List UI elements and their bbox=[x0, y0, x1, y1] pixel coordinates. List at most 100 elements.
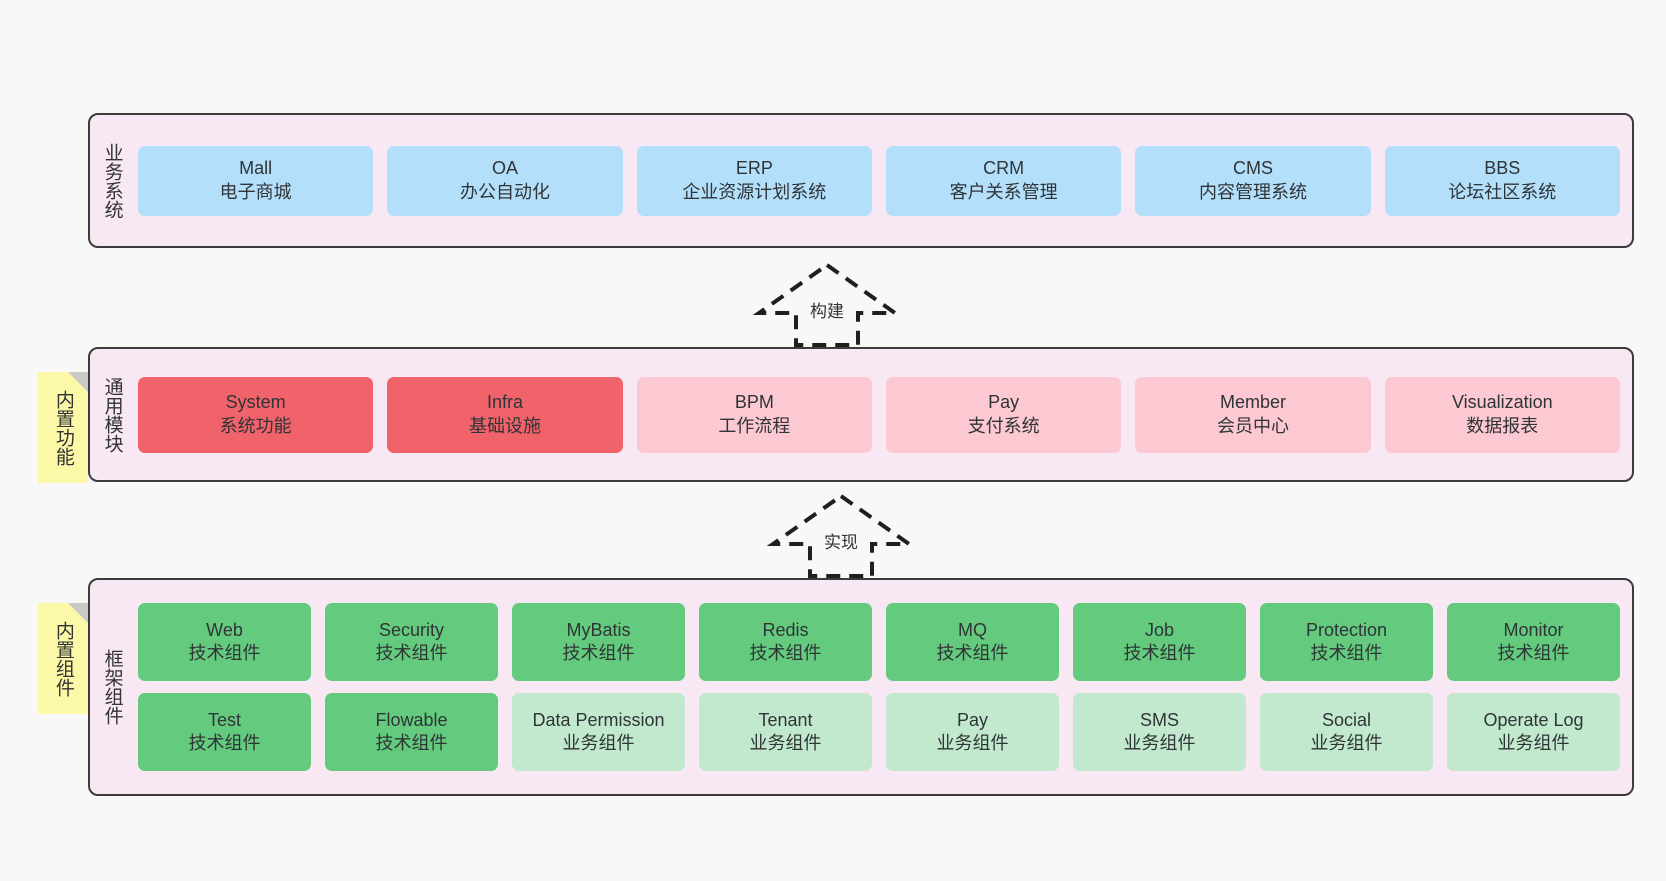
node-title: Pay bbox=[988, 392, 1020, 413]
node-subtitle: 技术组件 bbox=[936, 643, 1009, 663]
sticky-note-label: 内置功能 bbox=[52, 389, 74, 466]
layer-common-modules: 通用模块 System 系统功能 Infra 基础设施 BPM 工作流程 Pay… bbox=[88, 347, 1634, 482]
node-subtitle: 业务组件 bbox=[1310, 733, 1383, 753]
node-member[interactable]: Member 会员中心 bbox=[1135, 376, 1371, 453]
layer-body-business-systems: Mall 电子商城 OA 办公自动化 ERP 企业资源计划系统 CRM 客户关系… bbox=[134, 115, 1632, 246]
node-subtitle: 技术组件 bbox=[1310, 643, 1383, 663]
node-social[interactable]: Social 业务组件 bbox=[1260, 693, 1433, 771]
node-subtitle: 论坛社区系统 bbox=[1448, 181, 1557, 202]
node-title: SMS bbox=[1139, 709, 1179, 730]
node-operate-log[interactable]: Operate Log 业务组件 bbox=[1447, 693, 1620, 771]
node-title: OA bbox=[491, 158, 518, 179]
node-bbs[interactable]: BBS 论坛社区系统 bbox=[1384, 145, 1620, 216]
node-web[interactable]: Web 技术组件 bbox=[138, 603, 311, 681]
node-title: Web bbox=[206, 619, 243, 640]
node-subtitle: 技术组件 bbox=[188, 733, 261, 753]
layer-row: Test 技术组件 Flowable 技术组件 Data Permission … bbox=[138, 693, 1620, 771]
node-data-permission[interactable]: Data Permission 业务组件 bbox=[512, 693, 685, 771]
node-title: Social bbox=[1321, 709, 1372, 730]
node-title: Infra bbox=[486, 392, 523, 413]
node-infra[interactable]: Infra 基础设施 bbox=[387, 376, 623, 453]
node-subtitle: 客户关系管理 bbox=[949, 181, 1058, 202]
node-erp[interactable]: ERP 企业资源计划系统 bbox=[636, 145, 872, 216]
node-title: Flowable bbox=[375, 709, 448, 730]
node-subtitle: 办公自动化 bbox=[459, 181, 550, 202]
node-subtitle: 技术组件 bbox=[749, 643, 822, 663]
node-flowable[interactable]: Flowable 技术组件 bbox=[325, 693, 498, 771]
node-title: Operate Log bbox=[1483, 709, 1584, 730]
node-tenant[interactable]: Tenant 业务组件 bbox=[699, 693, 872, 771]
node-title: Member bbox=[1219, 392, 1286, 413]
node-title: Tenant bbox=[758, 709, 813, 730]
node-oa[interactable]: OA 办公自动化 bbox=[387, 145, 623, 216]
node-subtitle: 业务组件 bbox=[562, 733, 635, 753]
node-title: BBS bbox=[1484, 158, 1521, 179]
node-subtitle: 会员中心 bbox=[1216, 415, 1289, 436]
node-mybatis[interactable]: MyBatis 技术组件 bbox=[512, 603, 685, 681]
node-subtitle: 业务组件 bbox=[749, 733, 822, 753]
node-mall[interactable]: Mall 电子商城 bbox=[138, 145, 374, 216]
node-pay-module[interactable]: Pay 支付系统 bbox=[885, 376, 1122, 453]
layer-row: Mall 电子商城 OA 办公自动化 ERP 企业资源计划系统 CRM 客户关系… bbox=[138, 145, 1620, 216]
node-security[interactable]: Security 技术组件 bbox=[325, 603, 498, 681]
node-title: Job bbox=[1144, 619, 1175, 640]
node-subtitle: 技术组件 bbox=[375, 643, 448, 663]
node-subtitle: 电子商城 bbox=[219, 181, 292, 202]
node-subtitle: 企业资源计划系统 bbox=[682, 181, 827, 202]
node-title: Redis bbox=[762, 619, 809, 640]
node-sms[interactable]: SMS 业务组件 bbox=[1073, 693, 1246, 771]
node-subtitle: 内容管理系统 bbox=[1198, 181, 1307, 202]
layer-framework-components: 框架组件 Web 技术组件 Security 技术组件 MyBatis 技术组件… bbox=[88, 578, 1634, 796]
node-title: Monitor bbox=[1503, 619, 1564, 640]
layer-title-business-systems: 业务系统 bbox=[101, 142, 123, 219]
node-title: Data Permission bbox=[532, 709, 665, 730]
node-bpm[interactable]: BPM 工作流程 bbox=[636, 376, 872, 453]
layer-business-systems: 业务系统 Mall 电子商城 OA 办公自动化 ERP 企业资源计划系统 CRM… bbox=[88, 113, 1634, 248]
note-fold-corner-icon bbox=[68, 603, 88, 623]
node-subtitle: 技术组件 bbox=[188, 643, 261, 663]
node-test[interactable]: Test 技术组件 bbox=[138, 693, 311, 771]
sticky-note-label: 内置组件 bbox=[52, 620, 74, 697]
node-title: MQ bbox=[958, 619, 987, 640]
sticky-note-builtin-components: 内置组件 bbox=[38, 603, 88, 714]
node-job[interactable]: Job 技术组件 bbox=[1073, 603, 1246, 681]
node-subtitle: 业务组件 bbox=[1123, 733, 1196, 753]
sticky-note-builtin-functions: 内置功能 bbox=[38, 372, 88, 483]
node-title: MyBatis bbox=[566, 619, 631, 640]
node-title: Security bbox=[378, 619, 445, 640]
node-cms[interactable]: CMS 内容管理系统 bbox=[1135, 145, 1371, 216]
note-fold-corner-icon bbox=[68, 372, 88, 392]
node-subtitle: 技术组件 bbox=[1497, 643, 1570, 663]
implement-arrow: 实现 bbox=[766, 488, 916, 578]
node-mq[interactable]: MQ 技术组件 bbox=[886, 603, 1059, 681]
build-arrow: 构建 bbox=[752, 257, 902, 347]
node-monitor[interactable]: Monitor 技术组件 bbox=[1447, 603, 1620, 681]
node-subtitle: 系统功能 bbox=[219, 415, 292, 436]
node-subtitle: 工作流程 bbox=[718, 415, 791, 436]
node-title: ERP bbox=[735, 158, 773, 179]
node-title: Test bbox=[207, 709, 241, 730]
layer-row: System 系统功能 Infra 基础设施 BPM 工作流程 Pay 支付系统… bbox=[138, 376, 1620, 453]
node-subtitle: 业务组件 bbox=[1497, 733, 1570, 753]
node-subtitle: 数据报表 bbox=[1466, 415, 1539, 436]
node-system[interactable]: System 系统功能 bbox=[138, 376, 374, 453]
node-pay-component[interactable]: Pay 业务组件 bbox=[886, 693, 1059, 771]
layer-title-common-modules: 通用模块 bbox=[101, 376, 123, 453]
node-title: BPM bbox=[734, 392, 774, 413]
build-arrow-shape bbox=[752, 262, 902, 347]
layer-title-framework-components: 框架组件 bbox=[101, 649, 123, 725]
node-redis[interactable]: Redis 技术组件 bbox=[699, 603, 872, 681]
layer-body-framework-components: Web 技术组件 Security 技术组件 MyBatis 技术组件 Redi… bbox=[134, 580, 1632, 794]
node-subtitle: 基础设施 bbox=[468, 415, 541, 436]
node-subtitle: 技术组件 bbox=[1123, 643, 1196, 663]
node-subtitle: 技术组件 bbox=[562, 643, 635, 663]
layer-row: Web 技术组件 Security 技术组件 MyBatis 技术组件 Redi… bbox=[138, 603, 1620, 681]
node-crm[interactable]: CRM 客户关系管理 bbox=[885, 145, 1122, 216]
node-protection[interactable]: Protection 技术组件 bbox=[1260, 603, 1433, 681]
node-title: Pay bbox=[956, 709, 989, 730]
node-visualization[interactable]: Visualization 数据报表 bbox=[1384, 376, 1620, 453]
node-title: CRM bbox=[983, 158, 1025, 179]
node-subtitle: 技术组件 bbox=[375, 733, 448, 753]
implement-arrow-shape bbox=[766, 493, 916, 578]
